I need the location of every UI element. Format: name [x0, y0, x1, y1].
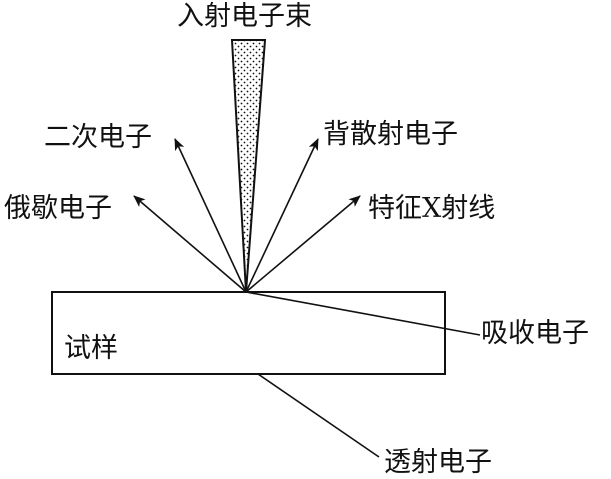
transmitted-electron-label: 透射电子 — [384, 447, 492, 478]
auger-electron-label: 俄歇电子 — [4, 193, 112, 224]
backscattered-electron-arrow — [245, 138, 319, 293]
characteristic-xray-label: 特征X射线 — [368, 193, 496, 224]
characteristic-xray-arrow — [245, 195, 361, 293]
secondary-electron-arrow — [174, 138, 247, 293]
absorbed-electron-label: 吸收电子 — [481, 318, 589, 349]
absorbed-electron-leader — [245, 291, 481, 336]
transmitted-electron-leader — [257, 373, 380, 458]
specimen-label: 试样 — [64, 333, 118, 364]
secondary-electron-label: 二次电子 — [44, 122, 152, 153]
incident-beam-label: 入射电子束 — [177, 1, 312, 32]
backscattered-electron-label: 背散射电子 — [323, 119, 458, 150]
auger-electron-arrow — [133, 195, 247, 293]
incident-beam-cone — [230, 39, 267, 293]
